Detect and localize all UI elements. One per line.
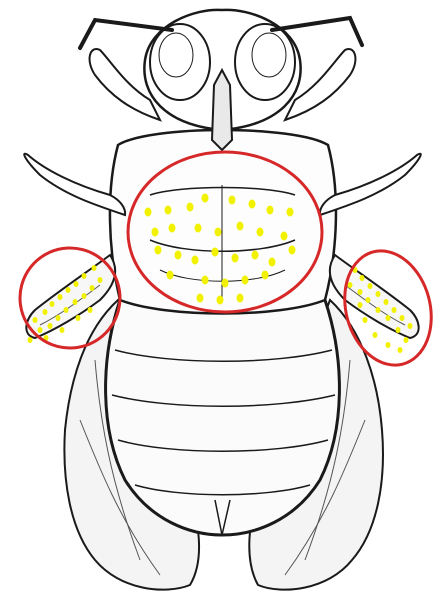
pollen-dot [82,293,87,299]
pollen-dot [363,317,368,323]
pollen-dot [98,277,103,283]
pollen-dot [400,315,405,321]
pollen-dot [252,251,259,260]
pollen-dot [48,323,53,329]
pollen-dot [376,291,381,297]
pollen-dot [215,228,222,237]
pollen-dot [92,265,97,271]
pollen-dot [287,208,294,217]
pollen-dot [187,203,194,212]
left-compound-eye [150,24,210,100]
abdomen [106,300,340,535]
pollen-dot [43,309,48,315]
pollen-dot [202,194,209,203]
pollen-dot [28,337,33,343]
pollen-dot [195,224,202,233]
pollen-dot [360,275,365,281]
pollen-dot [88,307,93,313]
pollen-dot [368,283,373,289]
pollen-dot [281,232,288,241]
pollen-dot [82,273,87,279]
pollen-dot [373,332,378,338]
pollen-dot [249,200,256,209]
right-compound-eye [235,24,295,100]
pollen-dot [169,224,176,233]
pollen-dot [257,228,264,237]
pollen-dot [358,302,363,308]
pollen-dot [58,294,63,300]
pollen-dot [197,294,204,303]
pollen-dot [74,281,79,287]
abdomen-outline [106,300,340,535]
pollen-dot [384,299,389,305]
pollen-dot [237,222,244,231]
pollen-dot [192,256,199,265]
pollen-dot [56,315,61,321]
pollen-dot [229,196,236,205]
pollen-dot [50,301,55,307]
pollen-dot [237,294,244,303]
pollen-dot [404,337,409,343]
pollen-dot [376,307,381,313]
pollen-dot [175,251,182,260]
pollen-dot [60,327,65,333]
pollen-dot [386,342,391,348]
pollen-dot [348,282,353,288]
pollen-dot [202,276,209,285]
pollen-dot [165,206,172,215]
pollen-dot [392,307,397,313]
pollen-dot [398,347,403,353]
pollen-dot [366,297,371,303]
pollen-dot [358,289,363,295]
pollen-dot [76,315,81,321]
pollen-dot [145,208,152,217]
pollen-dot [222,279,229,288]
pollen-dot [212,248,219,257]
pollen-dot [33,317,38,323]
pollen-dot [90,285,95,291]
pollen-dot [267,206,274,215]
pollen-dot [73,299,78,305]
pollen-dot [269,258,276,267]
pollen-dot [232,254,239,263]
pollen-dot [64,307,69,313]
pollen-dot [396,327,401,333]
pollen-dot [167,271,174,280]
pollen-dot [66,287,71,293]
pollen-dot [155,246,162,255]
pollen-dot [217,296,224,305]
pollen-dot [38,327,43,333]
pollen-dot [262,271,269,280]
pollen-dot [242,276,249,285]
pollen-dot [408,323,413,329]
pollen-dot [386,315,391,321]
pollen-dot [289,246,296,255]
pollen-dot [152,228,159,237]
mouthparts [212,70,232,150]
